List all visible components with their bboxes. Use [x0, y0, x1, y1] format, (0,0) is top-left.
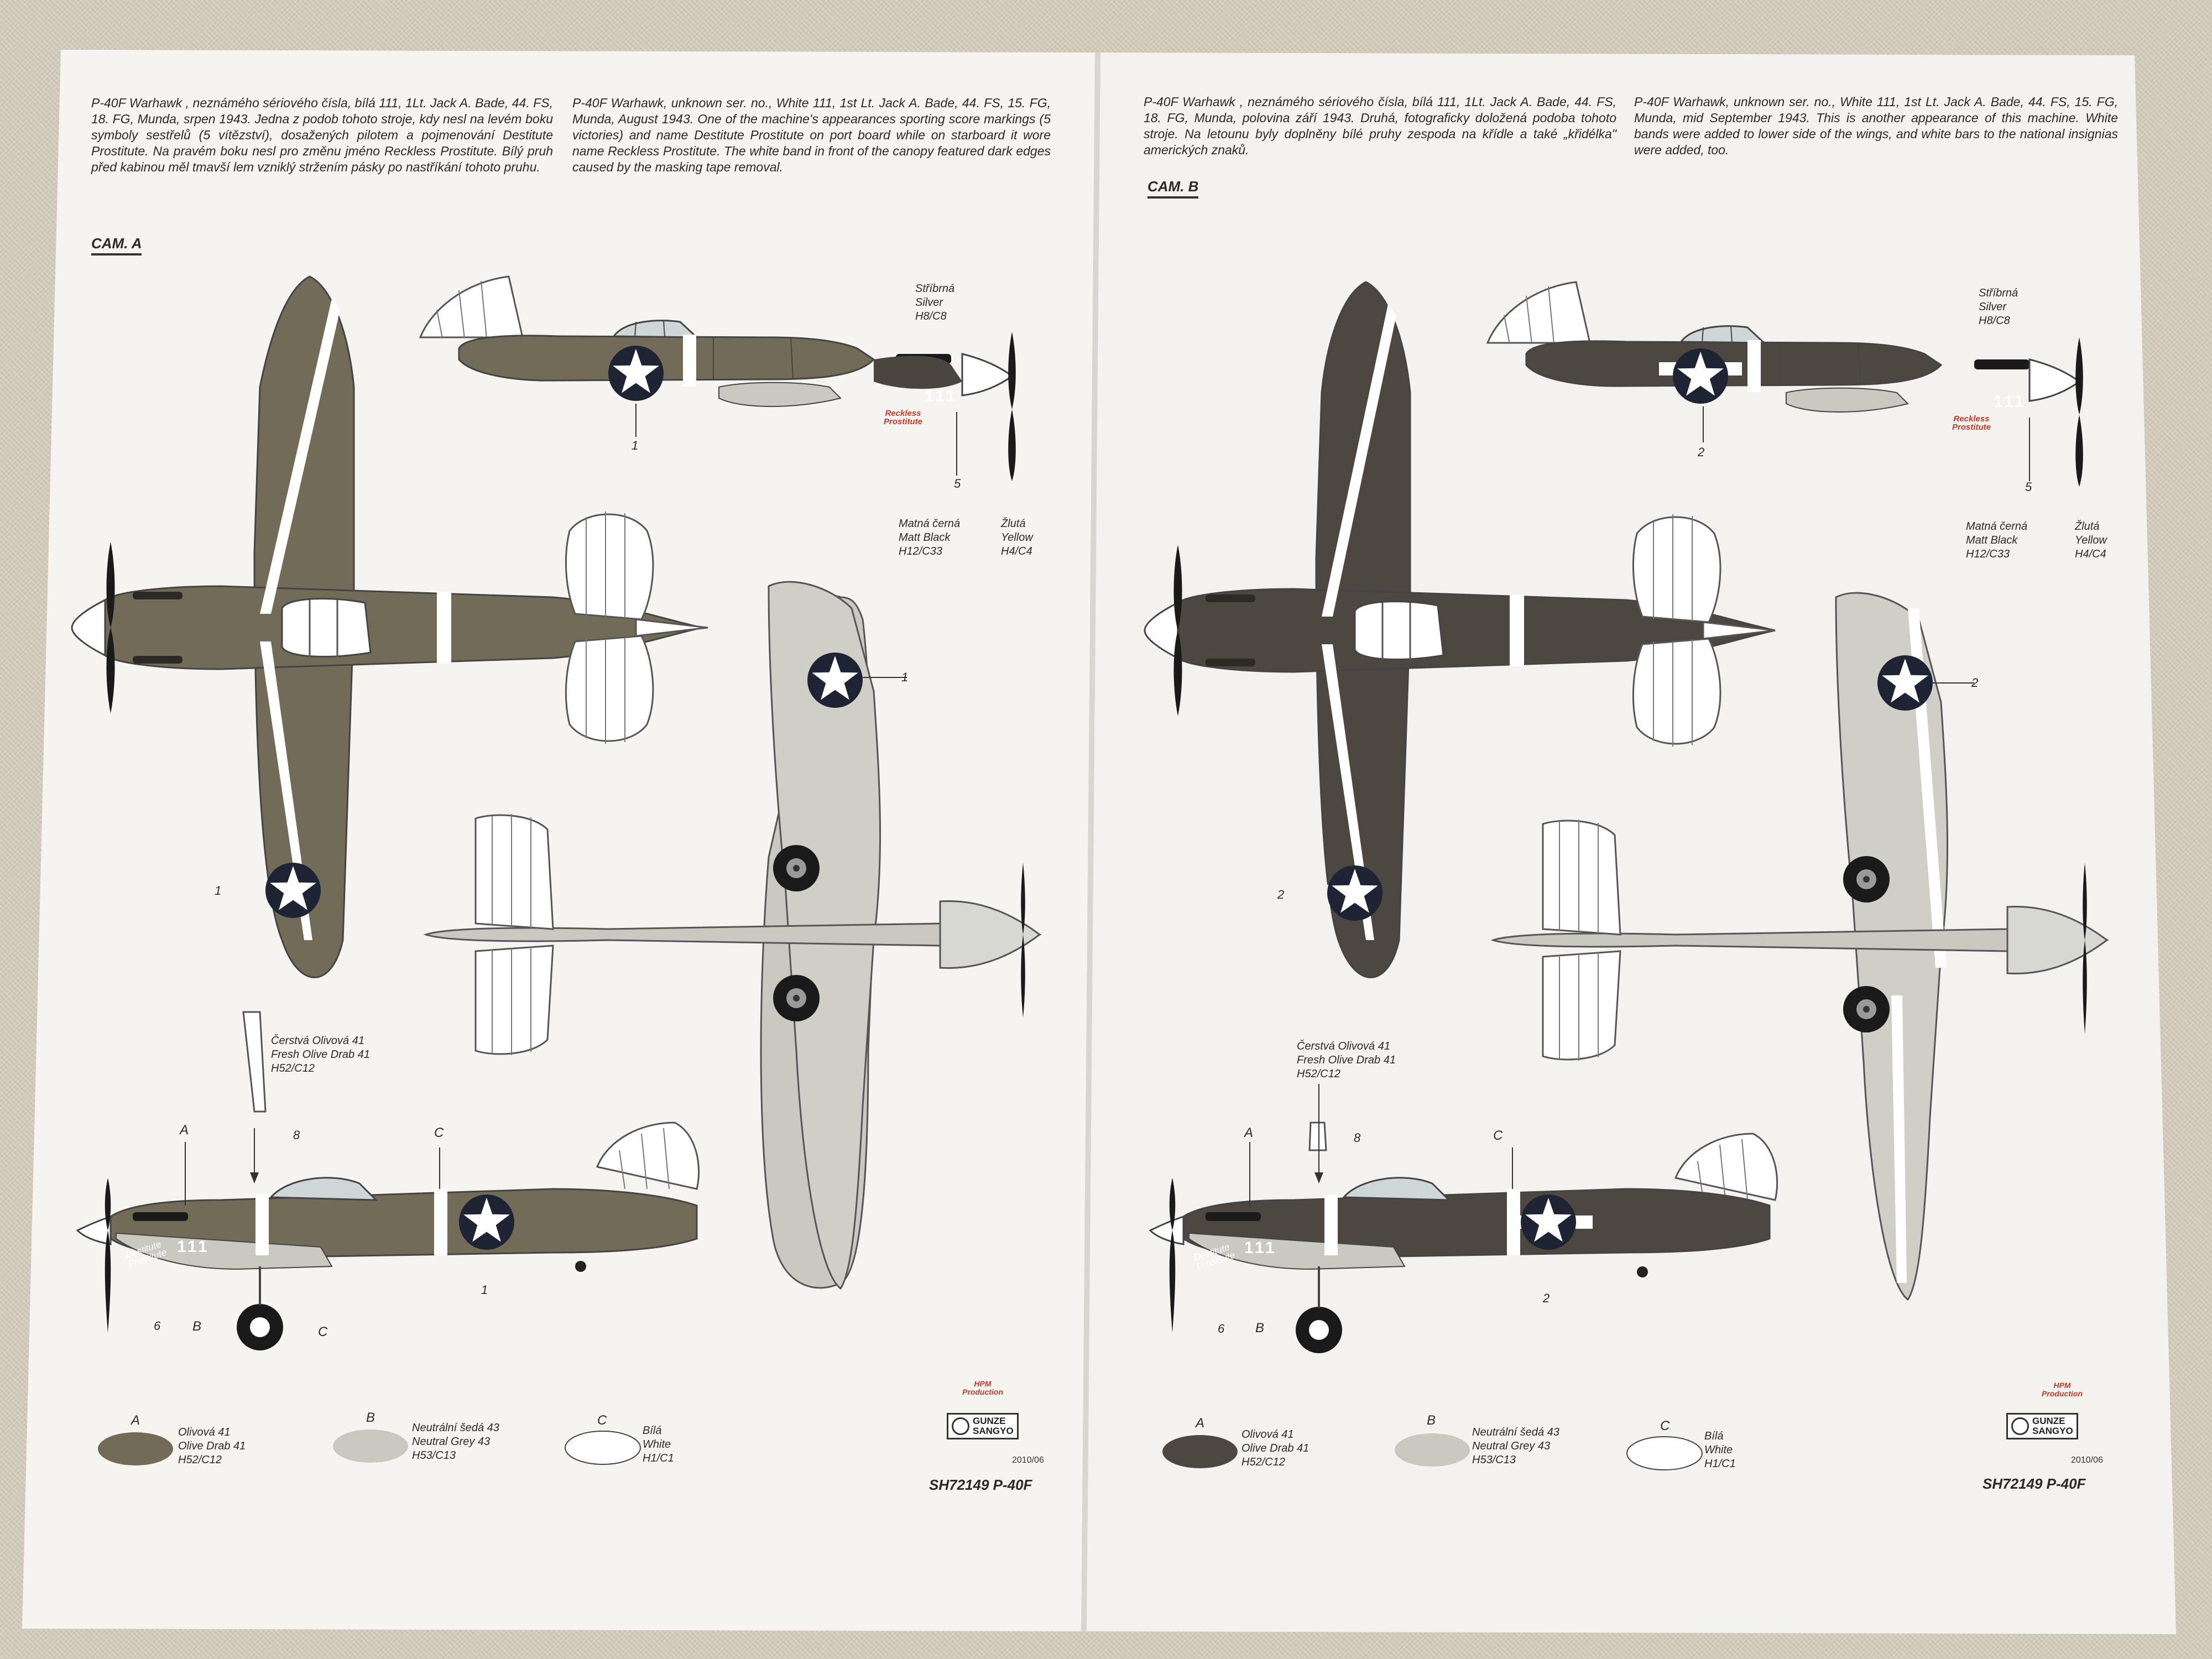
left-brand-logo: GUNZE SANGYO: [947, 1413, 1019, 1439]
left-side-view-bottom: [76, 1011, 700, 1350]
right-legend-swatch-a: [1162, 1435, 1238, 1468]
left-legend-text-a: Olivová 41 Olive Drab 41 H52/C12: [178, 1426, 246, 1466]
right-text-czech: P-40F Warhawk , neznámého sériového čísl…: [1144, 95, 1616, 157]
right-legend-letter-c: C: [1660, 1418, 1670, 1433]
left-callout-fresh-od: Čerstvá Olivová 41 Fresh Olive Drab 41 H…: [271, 1035, 370, 1074]
right-bottom-view: [1490, 592, 2110, 1301]
left-side-view-top: [419, 275, 1016, 481]
right-letter-c: C: [1493, 1128, 1503, 1143]
right-callout-silver: Stříbrná Silver H8/C8: [1979, 287, 2018, 327]
left-brand-name: GUNZE SANGYO: [973, 1416, 1014, 1436]
left-num-1-profile: 1: [481, 1283, 488, 1297]
left-cam-label: CAM. A: [91, 235, 142, 255]
left-letter-a: A: [180, 1123, 189, 1138]
right-side-view-top: [1486, 281, 2083, 487]
right-legend-swatch-c: [1626, 1436, 1703, 1470]
right-nose-art-reckless: Reckless Prostitute: [1952, 414, 1991, 432]
left-text-czech: P-40F Warhawk , neznámého sériového čísl…: [91, 96, 553, 174]
right-num-5: 5: [2025, 480, 2032, 494]
center-fold: [1081, 52, 1100, 1632]
left-num-8: 8: [293, 1128, 300, 1142]
left-producer-logo: HPM Production: [962, 1379, 1003, 1396]
left-num-1-side: 1: [632, 439, 639, 452]
brand-mark-icon: [952, 1417, 969, 1435]
right-legend-swatch-b: [1395, 1433, 1470, 1467]
right-producer-logo: HPM Production: [2042, 1381, 2083, 1398]
left-callout-silver: Stříbrná Silver H8/C8: [915, 283, 955, 322]
left-top-view: [71, 275, 708, 978]
right-num-2-profile: 2: [1543, 1291, 1550, 1305]
left-num-1-top: 1: [215, 884, 222, 898]
left-code-111-side: 111: [925, 387, 957, 405]
left-legend-letter-b: B: [366, 1410, 375, 1425]
left-num-1-bottom: 1: [901, 670, 909, 684]
right-legend-text-b: Neutrální šedá 43 Neutral Grey 43 H53/C1…: [1472, 1426, 1559, 1466]
right-brand-name: GUNZE SANGYO: [2032, 1416, 2073, 1436]
left-letter-b: B: [192, 1319, 202, 1334]
left-legend-text-b: Neutrální šedá 43 Neutral Grey 43 H53/C1…: [412, 1422, 499, 1462]
right-footer-code: SH72149 P-40F: [1983, 1475, 2086, 1492]
right-callout-fresh-od: Čerstvá Olivová 41 Fresh Olive Drab 41 H…: [1297, 1040, 1396, 1080]
left-legend-letter-c: C: [597, 1413, 607, 1428]
left-legend-letter-a: A: [131, 1413, 140, 1428]
right-letter-b: B: [1255, 1321, 1265, 1335]
right-callout-black: Matná černá Matt Black H12/C33: [1966, 520, 2028, 560]
right-num-2-bottom: 2: [1971, 676, 1979, 690]
right-num-2-side: 2: [1698, 445, 1705, 459]
left-letter-c-wheel: C: [318, 1324, 328, 1339]
right-legend-letter-a: A: [1196, 1416, 1205, 1431]
right-brand-logo: GUNZE SANGYO: [2006, 1413, 2078, 1439]
right-num-2-top: 2: [1277, 888, 1285, 901]
left-text-english: P-40F Warhawk, unknown ser. no., White 1…: [572, 96, 1051, 174]
brand-mark-icon: [2011, 1417, 2029, 1435]
left-letter-c-top: C: [434, 1125, 444, 1140]
right-cam-label: CAM. B: [1147, 178, 1199, 199]
right-legend-text-c: Bílá White H1/C1: [1704, 1430, 1736, 1470]
right-code-111-profile: 111: [1244, 1239, 1277, 1257]
left-code-111-profile: 111: [177, 1238, 210, 1256]
right-letter-a: A: [1244, 1125, 1254, 1140]
left-legend-swatch-b: [333, 1430, 408, 1463]
right-num-8: 8: [1354, 1131, 1361, 1145]
left-num-5: 5: [954, 477, 961, 491]
right-num-6: 6: [1218, 1322, 1225, 1335]
right-text-english: P-40F Warhawk, unknown ser. no., White 1…: [1634, 95, 2118, 157]
left-callout-black: Matná černá Matt Black H12/C33: [899, 518, 961, 557]
right-top-view: [1144, 281, 1776, 978]
left-date: 2010/06: [1012, 1455, 1044, 1465]
left-bottom-view: [423, 581, 1042, 1290]
left-legend-swatch-a: [98, 1432, 173, 1465]
right-legend-text-a: Olivová 41 Olive Drab 41 H52/C12: [1241, 1428, 1310, 1468]
left-legend-swatch-c: [565, 1431, 641, 1465]
left-nose-art-reckless: Reckless Prostitute: [884, 409, 923, 426]
right-side-view-bottom: [1149, 1084, 1778, 1353]
left-footer-code: SH72149 P-40F: [929, 1477, 1032, 1493]
right-legend-letter-b: B: [1427, 1413, 1436, 1428]
left-legend-text-c: Bílá White H1/C1: [643, 1425, 674, 1464]
right-code-111-side: 111: [1994, 393, 2026, 411]
right-callout-yellow: Žlutá Yellow H4/C4: [2075, 520, 2107, 560]
right-date: 2010/06: [2071, 1455, 2103, 1465]
left-num-6: 6: [154, 1319, 161, 1333]
left-callout-yellow: Žlutá Yellow H4/C4: [1001, 518, 1033, 557]
